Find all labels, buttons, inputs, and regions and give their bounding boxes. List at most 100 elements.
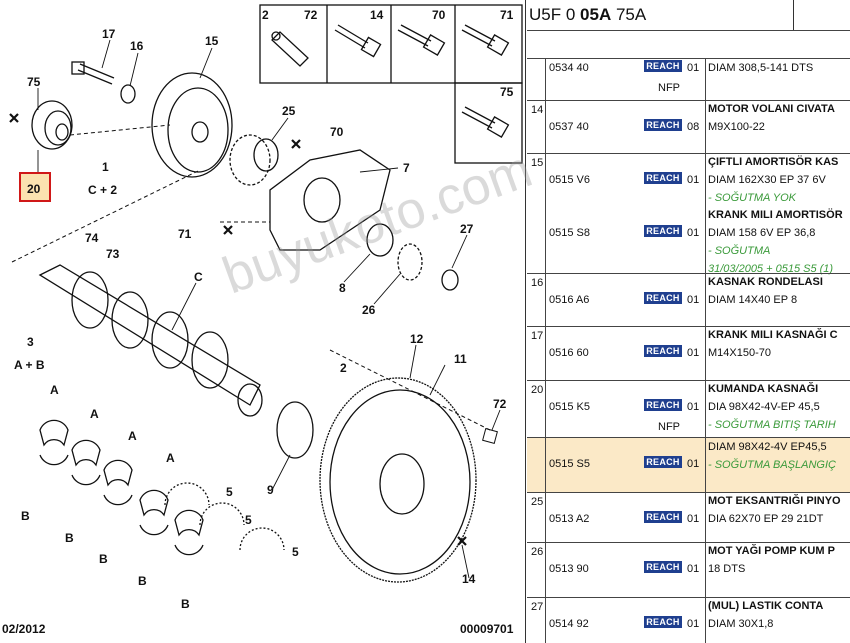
diagram-label: B [181,597,190,611]
thrust-washers-5 [164,482,285,551]
gear-25 [229,134,279,186]
part-name: ÇIFTLI AMORTISÖR KAS [708,156,839,168]
part-reference: 0513 A2 [549,513,590,525]
quantity: 01 [687,174,700,186]
diagram-label: 11 [454,352,467,366]
diagram-label: C [194,270,203,284]
diagram-label: 12 [410,332,424,346]
reach-badge: REACH [644,345,682,357]
diagram-label: 70 [432,8,446,22]
part-reference: 0515 S8 [549,227,590,239]
diagram-label: 14 [370,8,384,22]
part-name: KRANK MILI KASNAĞI C [708,329,838,341]
part-reference: 0516 A6 [549,294,590,306]
part-spec: 18 DTS [708,563,746,575]
part-spec: M9X100-22 [708,121,765,133]
part-name: MOTOR VOLANI CIVATA [708,103,835,115]
quantity: 01 [687,513,700,525]
damper-pulley-15 [151,72,233,178]
quantity: 01 [687,401,700,413]
row-index: 14 [531,104,544,116]
diagram-label: 74 [85,231,99,245]
flywheel-11 [319,377,477,583]
gear-26 [397,243,423,281]
seal-8 [366,223,394,257]
diagram-label: A + B [14,358,45,372]
diagram-label: 73 [106,247,120,261]
highlight-box-20 [19,172,51,202]
reach-badge: REACH [644,511,682,523]
diagram-label: 5 [292,545,299,559]
part-spec: DIA 98X42-4V-EP 45,5 [708,401,820,413]
reach-badge: REACH [644,172,682,184]
reach-badge: REACH [644,225,682,237]
bearing-shells [39,419,204,556]
part-name: KUMANDA KASNAĞI [708,383,819,395]
diagram-label: 75 [500,85,514,99]
diagram-label: 72 [493,397,507,411]
row-index: 15 [531,157,544,169]
diagram-label: 70 [330,125,344,139]
washer-16 [120,84,136,104]
part-reference: 0515 K5 [549,401,590,413]
row-index: 26 [531,546,544,558]
row-index: 25 [531,496,544,508]
quantity: 01 [687,563,700,575]
diagram-label: 2 [262,8,269,22]
part-name: KASNAK RONDELASI [708,276,823,288]
part-reference: 0513 90 [549,563,589,575]
diagram-label: B [99,552,108,566]
part-spec: DIAM 98X42-4V EP45,5 [708,441,827,453]
diagram-label: 2 [340,361,347,375]
diagram-label: 1 [102,160,109,174]
part-reference: 0515 V6 [549,174,590,186]
panel-divider [525,0,526,643]
part-name: MOT EKSANTRIĞI PINYO [708,495,841,507]
part-reference: 0516 60 [549,347,589,359]
reach-badge: REACH [644,292,682,304]
diagram-label: 8 [339,281,346,295]
reach-badge: REACH [644,60,682,72]
row-index: 17 [531,330,544,342]
quantity: 01 [687,62,700,74]
part-reference: 0534 40 [549,62,589,74]
quantity: 01 [687,618,700,630]
row-index: 16 [531,277,544,289]
part-reference: 0514 92 [549,618,589,630]
diagram-label: 7 [403,161,410,175]
reach-badge: REACH [644,119,682,131]
diagram-label: 26 [362,303,376,317]
diagram-label: 14 [462,572,476,586]
part-note: - SOĞUTMA [708,245,771,257]
bolt-icon [334,24,382,58]
crankshaft-c [38,264,263,417]
bolt-icon [461,24,510,56]
diagram-label: 25 [282,104,296,118]
diagram-label: 9 [267,483,274,497]
part-spec: M14X150-70 [708,347,771,359]
bolt-icon [271,31,309,67]
diagram-label: 5 [245,513,252,527]
seal-housing-7 [269,149,391,251]
bolt-icon [397,24,446,56]
part-spec: DIAM 162X30 EP 37 6V [708,174,826,186]
row-highlight [527,437,850,492]
part-note: - SOĞUTMA YOK [708,192,797,204]
diagram-label: 71 [178,227,192,241]
diagram-code: U5F 0 05A 75A [529,5,647,24]
diagram-label: A [128,429,137,443]
diagram-label: 3 [27,335,34,349]
diagram-label: B [65,531,74,545]
table-row[interactable]: 15 0515 V6 REACH 01 ÇIFTLI AMORTISÖR KAS DIAM… [527,153,850,206]
